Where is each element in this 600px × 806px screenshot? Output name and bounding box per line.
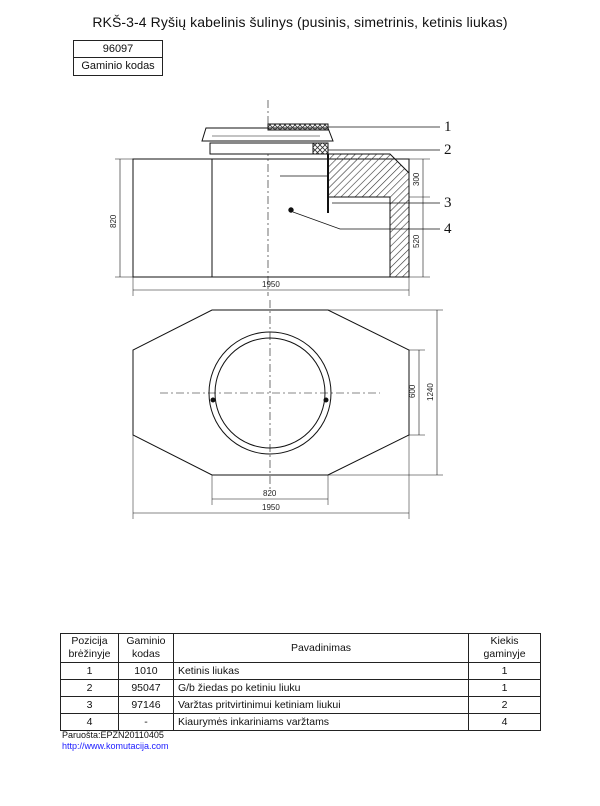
wall-section	[327, 153, 410, 278]
product-code-value: 96097	[102, 43, 134, 55]
product-code-label: Gaminio kodas	[74, 57, 162, 74]
table-row: 2 95047 G/b žiedas po ketiniu liuku 1	[60, 679, 541, 697]
dim-plan-opening: 600	[408, 384, 417, 398]
row-qty: 1	[468, 662, 541, 680]
concrete-ring	[209, 142, 329, 155]
row-name: Ketinis liukas	[172, 662, 470, 680]
row-name: G/b žiedas po ketiniu liuku	[172, 679, 470, 697]
row-position: 1	[60, 662, 119, 680]
row-code: 95047	[117, 679, 174, 697]
table-header-row: Pozicija brėžinyje Gaminio kodas Pavadin…	[60, 633, 541, 663]
parts-table: Pozicija brėžinyje Gaminio kodas Pavadin…	[60, 633, 541, 731]
row-qty: 1	[468, 679, 541, 697]
dim-side-height: 820	[109, 214, 118, 228]
product-code-box: 96097 Gaminio kodas	[73, 40, 163, 76]
side-view	[115, 100, 440, 296]
header-qty: Kiekis gaminyje	[468, 633, 541, 663]
website-link[interactable]: http://www.komutacija.com	[62, 741, 169, 751]
callout-3: 3	[444, 195, 452, 211]
row-code: -	[117, 713, 174, 731]
table-row: 1 1010 Ketinis liukas 1	[60, 662, 541, 680]
dim-plan-width: 1950	[262, 503, 280, 512]
row-code: 97146	[117, 696, 174, 714]
header-position: Pozicija brėžinyje	[60, 633, 119, 663]
table-row: 3 97146 Varžtas pritvirtinimui ketiniam …	[60, 696, 541, 714]
callout-4: 4	[444, 221, 452, 237]
anchor-hole	[288, 207, 294, 213]
row-qty: 4	[468, 713, 541, 731]
header-code: Gaminio kodas	[117, 633, 174, 663]
footer: Paruošta:EPZN20110405 http://www.komutac…	[62, 730, 169, 752]
page-title: RKŠ-3-4 Ryšių kabelinis šulinys (pusinis…	[92, 14, 508, 30]
row-position: 3	[60, 696, 119, 714]
row-name: Kiaurymės inkariniams varžtams	[172, 713, 470, 731]
table-row: 4 - Kiaurymės inkariniams varžtams 4	[60, 713, 541, 731]
bolt-hole-right	[323, 397, 329, 403]
plan-outline	[132, 309, 410, 476]
callout-1: 1	[444, 119, 452, 135]
bolt-hole-left	[210, 397, 216, 403]
row-qty: 2	[468, 696, 541, 714]
dim-side-width: 1950	[262, 280, 280, 289]
header-name: Pavadinimas	[172, 633, 470, 663]
row-code: 1010	[117, 662, 174, 680]
dim-plan-inner-width: 820	[263, 489, 277, 498]
dim-side-bottom: 520	[412, 234, 421, 248]
dim-side-top: 300	[412, 172, 421, 186]
plan-view	[132, 300, 443, 519]
row-position: 2	[60, 679, 119, 697]
dim-plan-height: 1240	[426, 383, 435, 401]
prepared-note: Paruošta:EPZN20110405	[62, 730, 164, 740]
callout-2: 2	[444, 142, 452, 158]
technical-drawing: 1 2 3 4 820 300 520 1950 600 1240 820 19	[109, 100, 452, 519]
row-position: 4	[60, 713, 119, 731]
row-name: Varžtas pritvirtinimui ketiniam liukui	[172, 696, 470, 714]
